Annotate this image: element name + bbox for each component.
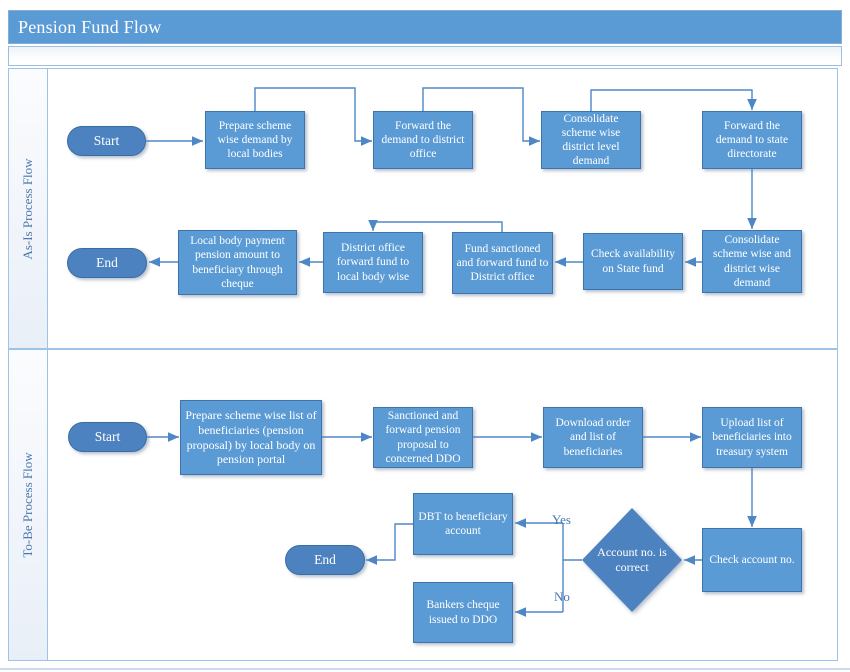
node-prepare-list: Prepare scheme wise list of beneficiarie… [180, 400, 322, 475]
lane-as-is-label-column: As-Is Process Flow [9, 69, 48, 348]
node-district-forward: District office forward fund to local bo… [323, 232, 423, 293]
branch-label-yes: Yes [552, 512, 571, 527]
connector-dbt-to-end [366, 523, 413, 565]
node-upload-list: Upload list of beneficiaries into treasu… [702, 407, 802, 468]
header-strip [8, 46, 842, 66]
lane-to-be-label-column: To-Be Process Flow [9, 350, 48, 660]
node-check-account: Check account no. [702, 528, 802, 592]
decision-label: Account no. is correct [597, 545, 667, 574]
node-bankers-cheque: Bankers cheque issued to DDO [413, 582, 513, 643]
node-check-availability: Check availability on State fund [583, 233, 683, 290]
connector-prepare-to-forward-district [254, 87, 372, 146]
branch-label-no: No [554, 589, 570, 604]
node-prepare-demand: Prepare scheme wise demand by local bodi… [205, 111, 305, 169]
node-local-body-payment: Local body payment pension amount to ben… [178, 230, 297, 295]
diagram-title: Pension Fund Flow [18, 16, 162, 37]
node-sanction-forward: Sanctioned and forward pension proposal … [373, 407, 473, 468]
diagram-title-bar: Pension Fund Flow [8, 10, 842, 44]
node-consolidate-district: Consolidate scheme wise district level d… [541, 111, 641, 169]
connector-fund-sanctioned-to-district-forward [368, 219, 503, 232]
node-fund-sanctioned: Fund sanctioned and forward fund to Dist… [452, 232, 553, 294]
page-bottom-edge [0, 668, 850, 670]
connector-forward-district-to-consolidate [422, 87, 540, 146]
node-forward-state: Forward the demand to state directorate [702, 111, 802, 169]
node-tobe-end: End [285, 545, 365, 575]
connector-consolidate-to-forward-state [590, 89, 757, 111]
node-asis-start: Start [67, 126, 146, 156]
node-consolidate-state: Consolidate scheme wise and district wis… [702, 230, 802, 293]
node-tobe-start: Start [68, 422, 147, 452]
node-forward-district: Forward the demand to district office [373, 111, 473, 169]
decision-account-correct: Account no. is correct [582, 508, 682, 612]
node-download-order: Download order and list of beneficiaries [543, 407, 643, 468]
node-asis-end: End [67, 248, 147, 278]
node-dbt: DBT to beneficiary account [413, 493, 513, 555]
